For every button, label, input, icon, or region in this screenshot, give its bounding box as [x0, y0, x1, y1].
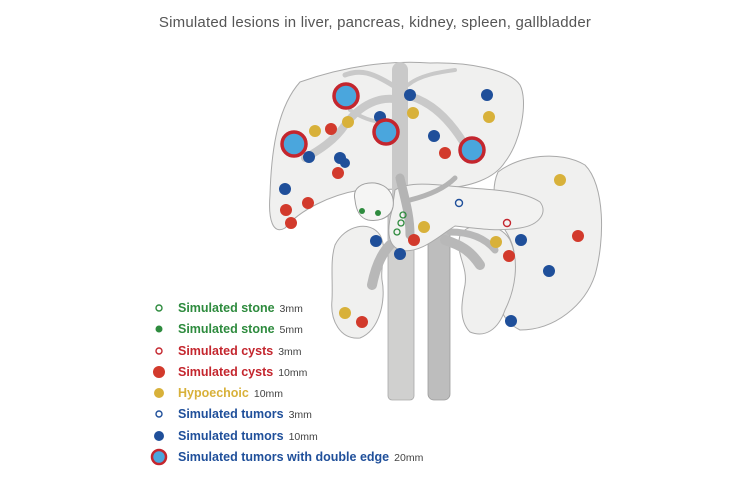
hypoechoic-lesion: [418, 221, 430, 233]
cyst-lesion: [439, 147, 451, 159]
double-edge-circle-icon: [150, 448, 168, 466]
tumor-lesion: [303, 151, 315, 163]
tumor-lesion: [481, 89, 493, 101]
cyst-lesion: [332, 167, 344, 179]
renal-vein-left: [440, 235, 485, 270]
open-red-circle-icon: [155, 346, 163, 355]
cyst-lesion: [503, 250, 515, 262]
stone-lesions: [359, 208, 407, 236]
tumor-lesion: [515, 234, 527, 246]
small-stone-lesion: [393, 228, 401, 236]
hypoechoic-lesion: [554, 174, 566, 186]
tumor-lesion: [370, 235, 382, 247]
tumor-lesion: [394, 248, 406, 260]
filled-blue-circle-icon: [154, 430, 164, 441]
splenic-vein: [407, 175, 458, 203]
filled-red-circle-icon: [153, 365, 165, 378]
tumor-lesion: [428, 130, 440, 142]
filled-green-circle-icon: [155, 325, 163, 333]
open-green-circle-icon: [155, 304, 163, 312]
cyst-lesion: [356, 316, 368, 328]
cyst-lesions: [280, 123, 584, 328]
double-edge-tumors: [280, 82, 486, 164]
tumor-lesion: [279, 183, 291, 195]
figure-title: Simulated lesions in liver, pancreas, ki…: [158, 14, 592, 31]
hypoechoic-lesion: [490, 236, 502, 248]
stone-lesion: [375, 210, 381, 216]
hepatic-vein-branch: [342, 69, 403, 93]
cyst-lesion: [285, 217, 297, 229]
small-stone-lesion: [399, 211, 407, 219]
open-blue-circle-icon: [155, 410, 163, 419]
tumor-lesion: [505, 315, 517, 327]
cyst-lesion: [325, 123, 337, 135]
tumor-lesion: [404, 89, 416, 101]
renal-vein-right: [367, 240, 395, 290]
double-edge-tumor: [458, 136, 486, 164]
tumor-lesion: [543, 265, 555, 277]
renal-artery-left: [446, 228, 499, 254]
stone-lesion: [359, 208, 365, 214]
cyst-lesion: [572, 230, 584, 242]
cyst-lesion: [302, 197, 314, 209]
double-edge-tumor: [332, 82, 360, 110]
hypoechoic-lesion: [339, 307, 351, 319]
small-cyst-lesion: [502, 218, 512, 228]
double-edge-tumor: [280, 130, 308, 158]
hypoechoic-lesion: [407, 107, 419, 119]
portal-vessels: [395, 173, 458, 240]
tumor-lesion: [340, 158, 350, 168]
cyst-lesion: [408, 234, 420, 246]
small-stone-lesion: [397, 219, 405, 227]
double-edge-tumor: [372, 118, 400, 146]
hypoechoic-lesion: [309, 125, 321, 137]
portal-vein: [395, 173, 415, 240]
renal-vessels: [367, 228, 499, 290]
hepatic-vein-branch-3: [406, 68, 457, 87]
hypoechoic-lesion: [483, 111, 495, 123]
hypoechoic-lesion: [342, 116, 354, 128]
filled-gold-circle-icon: [154, 388, 164, 399]
gallbladder: [353, 182, 394, 221]
cyst-lesion: [280, 204, 292, 216]
hypoechoic-lesions: [309, 107, 566, 319]
small-tumor-lesion: [454, 198, 464, 208]
